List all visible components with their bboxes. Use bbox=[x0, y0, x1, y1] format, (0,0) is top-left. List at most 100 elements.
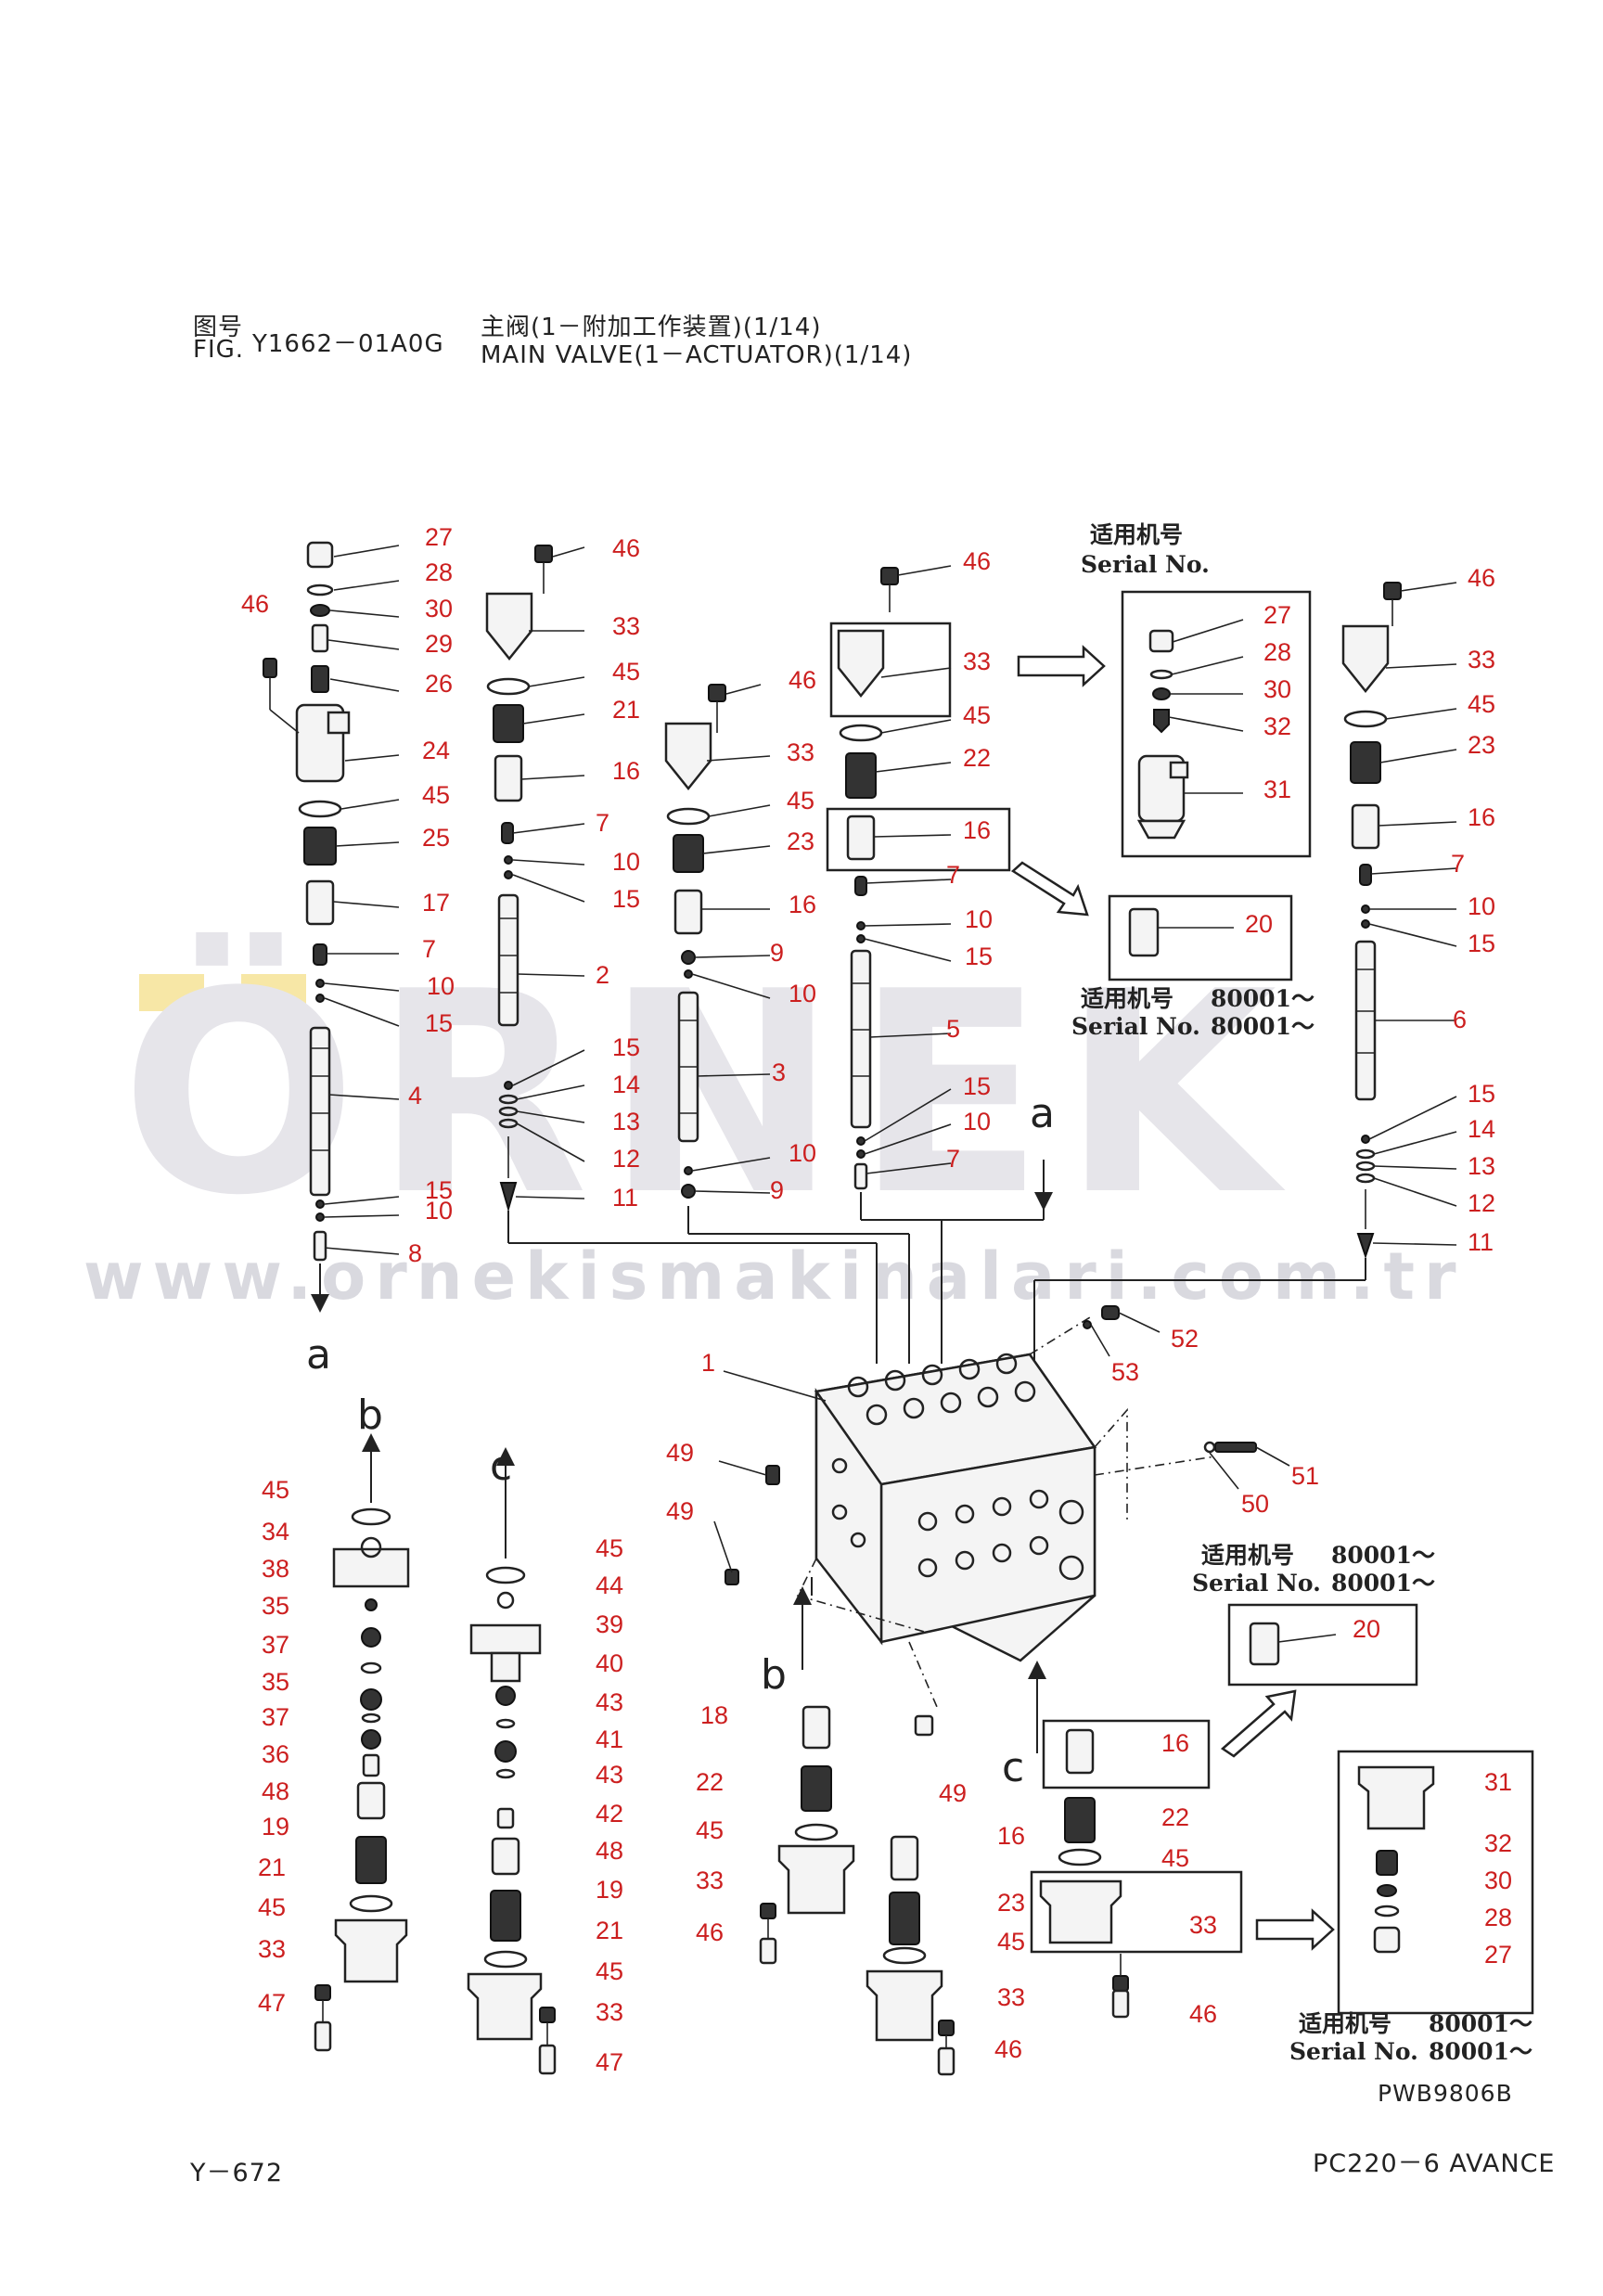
callout-15: 15 bbox=[965, 943, 993, 970]
callout-28: 28 bbox=[1263, 638, 1291, 666]
callout-49: 49 bbox=[666, 1497, 694, 1525]
serial-note-3-cn-num: 80001～ bbox=[1331, 1542, 1435, 1569]
callout-29: 29 bbox=[425, 630, 453, 658]
callout-10: 10 bbox=[425, 1197, 453, 1225]
callout-34: 34 bbox=[262, 1518, 289, 1546]
fig-number: Y1662－01A0G bbox=[252, 330, 444, 358]
callout-48: 48 bbox=[262, 1777, 289, 1805]
drawing-code: PWB9806B bbox=[1378, 2080, 1513, 2107]
callout-41: 41 bbox=[596, 1725, 623, 1753]
callout-31: 31 bbox=[1484, 1768, 1512, 1796]
callout-21: 21 bbox=[596, 1917, 623, 1944]
flow-letter-c-left: c bbox=[490, 1443, 512, 1490]
serial-note-2-cn-num: 80001～ bbox=[1211, 985, 1314, 1012]
callout-50: 50 bbox=[1241, 1490, 1269, 1518]
callout-37: 37 bbox=[262, 1703, 289, 1731]
callout-15: 15 bbox=[425, 1009, 453, 1037]
callout-45: 45 bbox=[997, 1928, 1025, 1956]
serial-note-2-en: Serial No. bbox=[1071, 1013, 1200, 1040]
column-2-parts bbox=[485, 545, 878, 1364]
callout-43: 43 bbox=[596, 1688, 623, 1716]
callout-27: 27 bbox=[425, 523, 453, 551]
serial-box-bottom bbox=[1337, 1750, 1534, 2015]
callout-46: 46 bbox=[612, 534, 640, 562]
callout-30: 30 bbox=[1263, 675, 1291, 703]
callout-23: 23 bbox=[787, 827, 814, 855]
callout-45: 45 bbox=[787, 787, 814, 815]
lower-column-b-parts bbox=[314, 1433, 410, 2052]
callout-33: 33 bbox=[258, 1935, 286, 1963]
callout-45: 45 bbox=[1468, 690, 1495, 718]
column-1-parts bbox=[263, 541, 351, 1313]
callout-3: 3 bbox=[772, 1058, 786, 1086]
serial-note-2-cn: 适用机号 bbox=[1081, 985, 1173, 1012]
callout-45: 45 bbox=[596, 1534, 623, 1562]
callout-13: 13 bbox=[612, 1108, 640, 1135]
callout-28: 28 bbox=[1484, 1904, 1512, 1931]
serial-note-4-en-num: 80001～ bbox=[1429, 2038, 1532, 2065]
callout-53: 53 bbox=[1111, 1358, 1139, 1386]
serial-note-4-cn: 适用机号 bbox=[1299, 2010, 1391, 2037]
watermark-umlaut-left bbox=[139, 974, 204, 1011]
flow-letter-b-lower: b bbox=[761, 1651, 787, 1699]
callout-14: 14 bbox=[612, 1071, 640, 1098]
callout-10: 10 bbox=[1468, 892, 1495, 920]
callout-13: 13 bbox=[1468, 1152, 1495, 1180]
callout-23: 23 bbox=[1468, 731, 1495, 759]
callout-49: 49 bbox=[939, 1779, 967, 1807]
callout-leaders bbox=[324, 545, 1457, 1643]
callout-49: 49 bbox=[666, 1439, 694, 1467]
callout-52: 52 bbox=[1171, 1325, 1199, 1353]
lower-column-c-parts bbox=[467, 1447, 557, 2075]
column-4-parts bbox=[826, 567, 1053, 1364]
callout-36: 36 bbox=[262, 1740, 289, 1768]
callout-16: 16 bbox=[1468, 803, 1495, 831]
callout-46: 46 bbox=[1468, 564, 1495, 592]
column-3-parts bbox=[664, 684, 910, 1364]
callout-45: 45 bbox=[612, 658, 640, 686]
callout-33: 33 bbox=[696, 1866, 724, 1894]
callout-16: 16 bbox=[789, 891, 816, 918]
flow-letters: a a b b c c bbox=[306, 1090, 1055, 1791]
fig-label-en: FIG. bbox=[193, 336, 245, 364]
serial-box-20 bbox=[1108, 894, 1293, 981]
callout-11: 11 bbox=[1468, 1228, 1494, 1256]
main-valve-body bbox=[725, 1305, 1257, 1753]
callout-33: 33 bbox=[612, 612, 640, 640]
footer-model: PC220－6 AVANCE bbox=[1313, 2149, 1556, 2178]
callout-4: 4 bbox=[408, 1082, 422, 1110]
callout-15: 15 bbox=[425, 1176, 453, 1204]
callout-25: 25 bbox=[422, 824, 450, 852]
callout-24: 24 bbox=[422, 737, 450, 764]
callout-44: 44 bbox=[596, 1571, 623, 1599]
callout-10: 10 bbox=[789, 1139, 816, 1167]
callout-47: 47 bbox=[596, 2048, 623, 2076]
callout-46: 46 bbox=[994, 2035, 1022, 2063]
callout-7: 7 bbox=[422, 935, 436, 963]
callout-labels: 2728302926462445251771015415108463345211… bbox=[241, 523, 1512, 2076]
callout-30: 30 bbox=[425, 595, 453, 622]
callout-17: 17 bbox=[422, 889, 450, 917]
serial-note-1-cn: 适用机号 bbox=[1090, 521, 1183, 548]
callout-33: 33 bbox=[963, 648, 991, 675]
callout-46: 46 bbox=[789, 666, 816, 694]
callout-37: 37 bbox=[262, 1631, 289, 1659]
callout-10: 10 bbox=[789, 980, 816, 1007]
callout-40: 40 bbox=[596, 1649, 623, 1677]
footer-page: Y－672 bbox=[190, 2159, 284, 2187]
callout-30: 30 bbox=[1484, 1866, 1512, 1894]
callout-10: 10 bbox=[965, 905, 993, 933]
callout-45: 45 bbox=[1161, 1844, 1189, 1872]
callout-46: 46 bbox=[241, 590, 269, 618]
callout-19: 19 bbox=[596, 1876, 623, 1904]
callout-7: 7 bbox=[946, 1145, 960, 1173]
callout-10: 10 bbox=[612, 848, 640, 876]
serial-note-4-cn-num: 80001～ bbox=[1429, 2010, 1532, 2037]
flow-letter-a-right: a bbox=[1030, 1090, 1055, 1137]
callout-27: 27 bbox=[1484, 1941, 1512, 1969]
callout-12: 12 bbox=[612, 1145, 640, 1173]
title-en: MAIN VALVE(1－ACTUATOR)(1/14) bbox=[481, 341, 913, 369]
callout-35: 35 bbox=[262, 1668, 289, 1696]
callout-15: 15 bbox=[963, 1072, 991, 1100]
callout-14: 14 bbox=[1468, 1115, 1495, 1143]
